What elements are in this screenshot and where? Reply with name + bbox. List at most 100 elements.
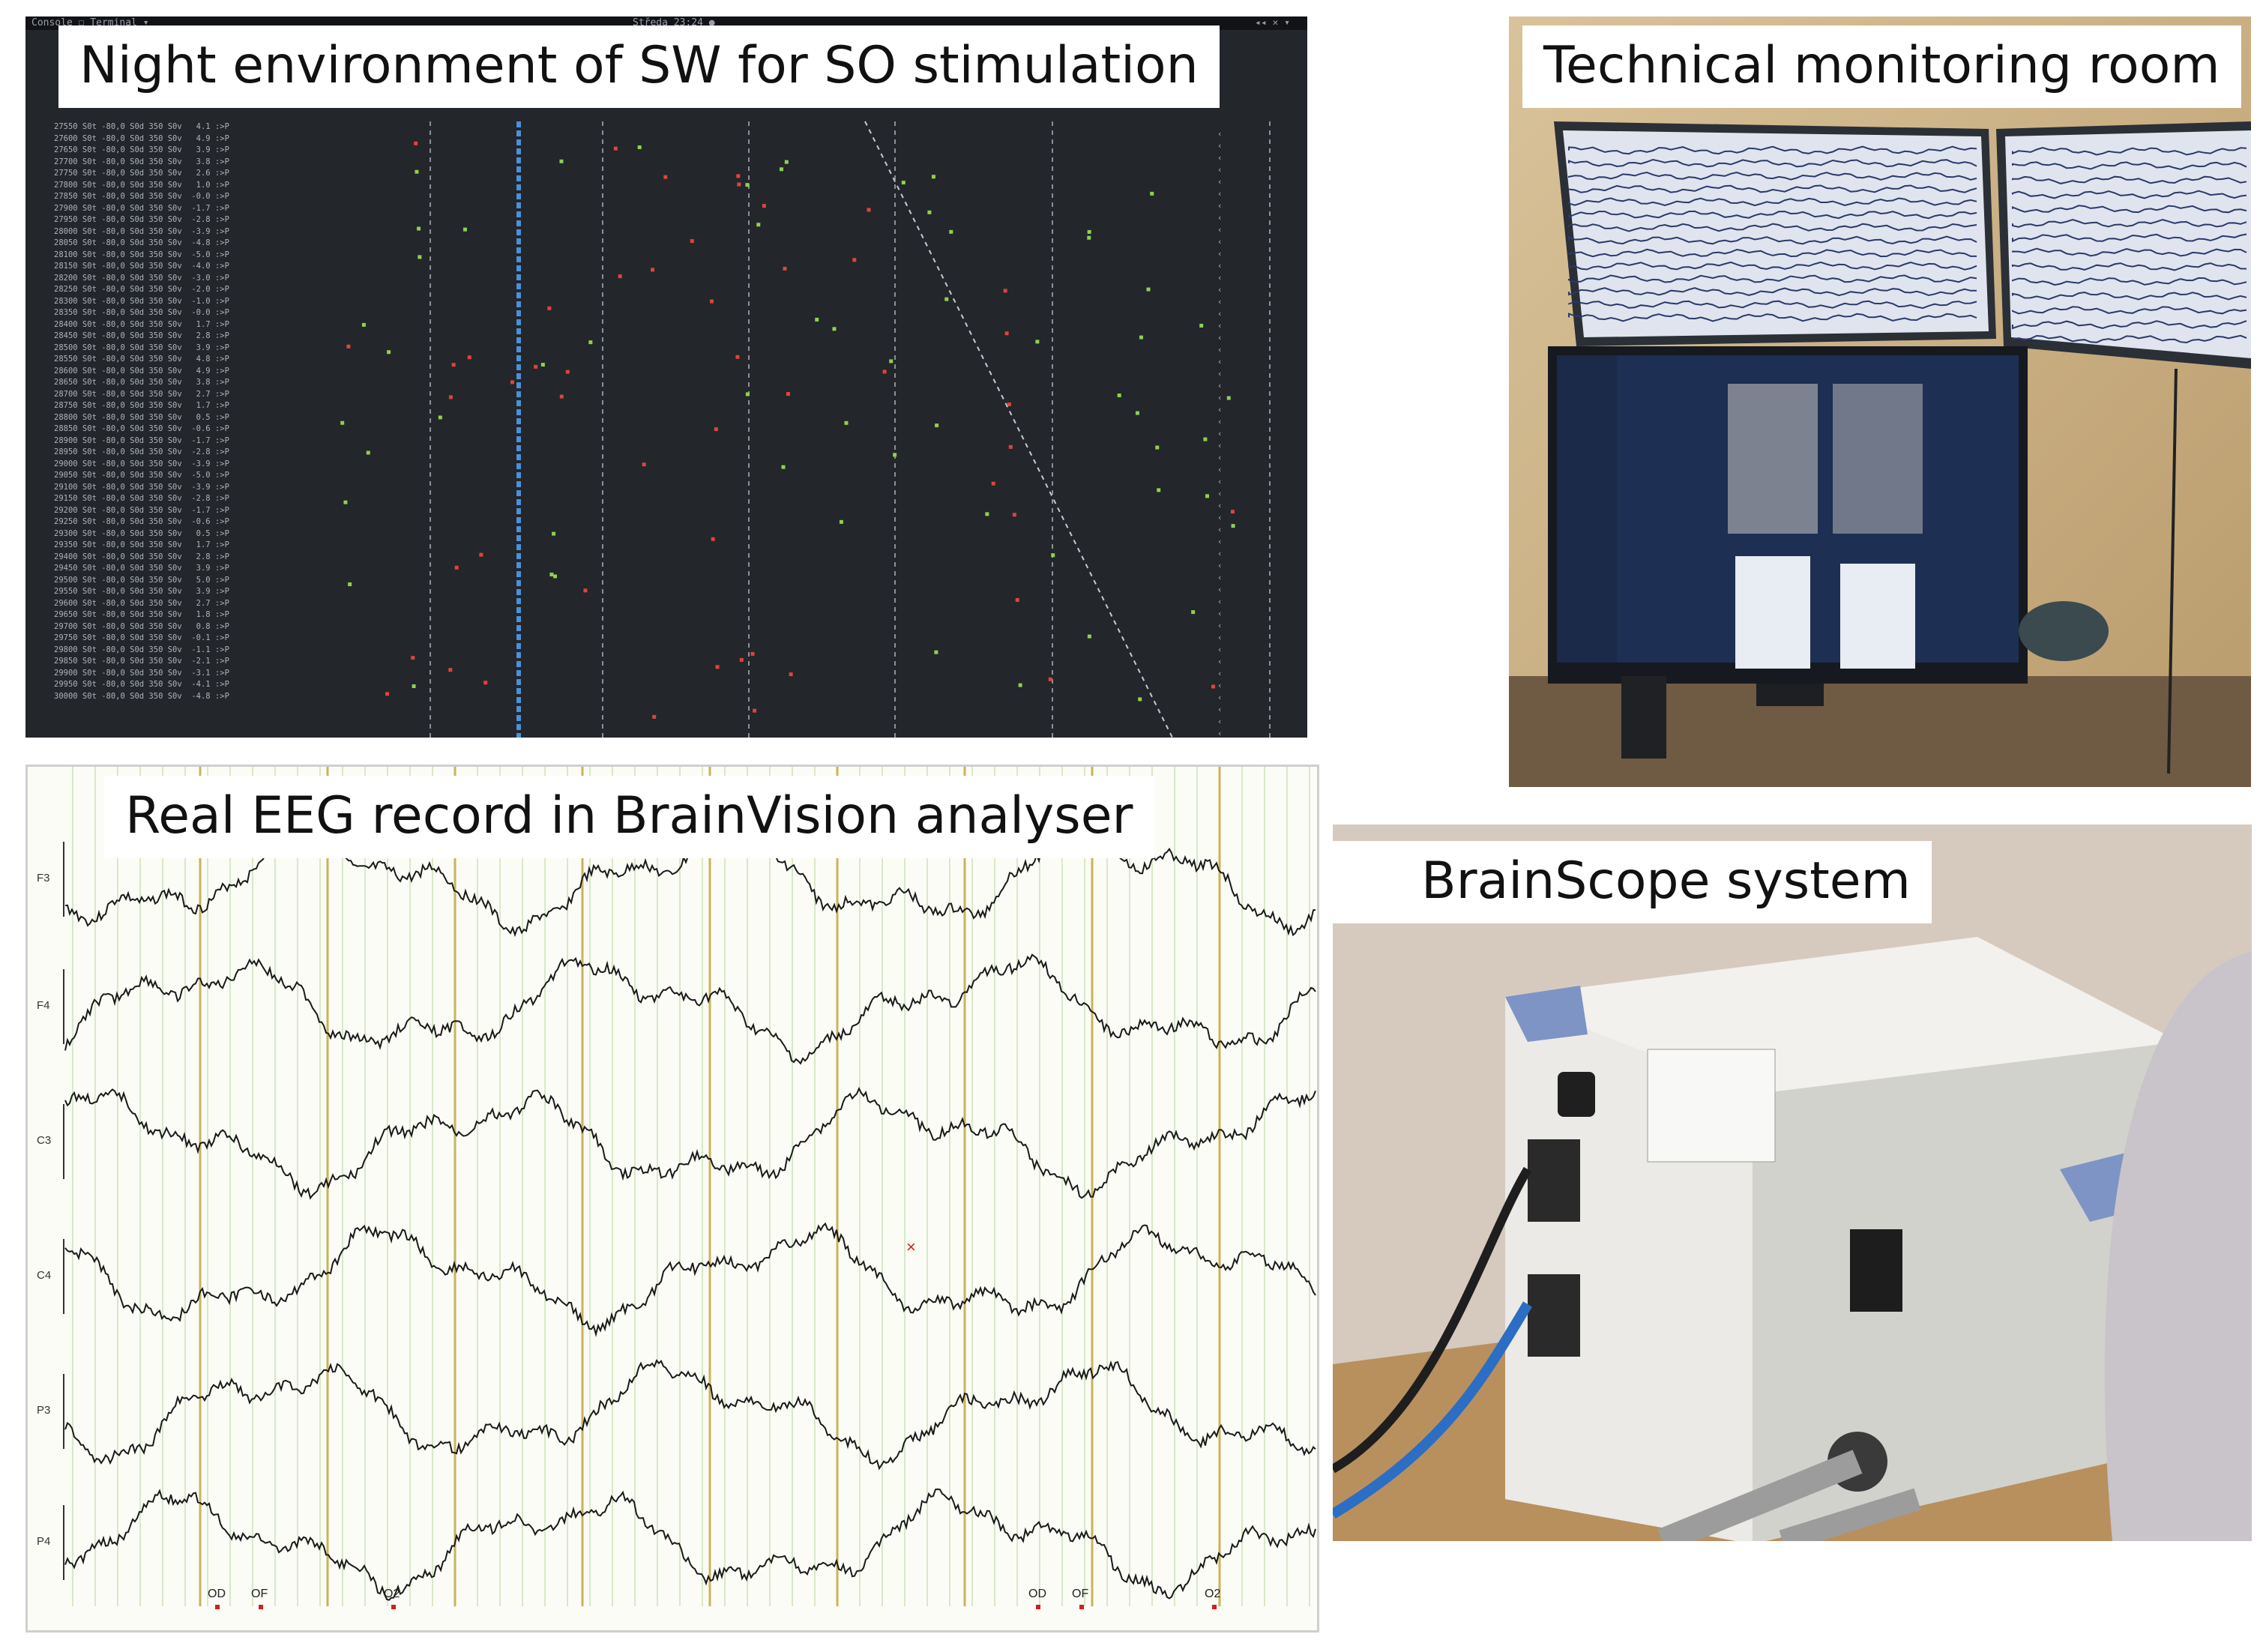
stimulation-marker xyxy=(467,355,471,360)
terminal-tray-icons: ◂◂ ✕ ▾ xyxy=(1255,17,1290,28)
stimulation-marker xyxy=(1157,488,1161,492)
terminal-row: 28550 S0t -80,0 S0d 350 S0v 4.8 :>P xyxy=(54,355,229,364)
row-end-mark: ‹ xyxy=(1217,465,1223,474)
row-end-mark: ‹ xyxy=(1217,525,1223,534)
monitor-wave xyxy=(1568,274,1977,283)
terminal-row: 27700 S0t -80,0 S0d 350 S0v 3.8 :>P xyxy=(54,157,229,166)
grey-cable xyxy=(1657,1450,1863,1541)
terminal-row: 28450 S0t -80,0 S0d 350 S0v 2.8 :>P xyxy=(54,331,229,340)
eeg-traces: × xyxy=(63,767,1316,1609)
terminal-row: 29450 S0t -80,0 S0d 350 S0v 3.9 :>P xyxy=(54,564,229,573)
stimulation-marker xyxy=(448,668,453,672)
row-end-mark: ‹ xyxy=(1217,609,1223,618)
desk xyxy=(1509,676,2251,787)
monitor-wave xyxy=(1568,261,1977,271)
stimulation-marker xyxy=(783,266,787,271)
stimulation-marker xyxy=(588,340,593,345)
terminal-row: 28500 S0t -80,0 S0d 350 S0v 3.9 :>P xyxy=(54,343,229,352)
stimulation-marker xyxy=(637,145,642,150)
monitor-wave xyxy=(1568,223,1977,232)
monitor-wave xyxy=(2012,190,2247,199)
row-end-mark: ‹ xyxy=(1217,405,1223,414)
row-end-mark: ‹ xyxy=(1217,333,1223,343)
stimulation-marker xyxy=(510,380,514,385)
stimulation-marker xyxy=(462,227,467,232)
row-end-mark: ‹ xyxy=(1217,573,1223,582)
stimulation-marker xyxy=(935,423,939,428)
stimulation-marker xyxy=(651,268,655,272)
terminal-row: 28200 S0t -80,0 S0d 350 S0v -3.0 :>P xyxy=(54,273,229,283)
stimulation-marker xyxy=(711,537,715,541)
terminal-row: 29000 S0t -80,0 S0d 350 S0v -3.9 :>P xyxy=(54,459,229,468)
row-end-mark: ‹ xyxy=(1217,513,1223,522)
terminal-row: 29700 S0t -80,0 S0d 350 S0v 0.8 :>P xyxy=(54,621,229,631)
event-marker-label: OD xyxy=(208,1588,226,1600)
row-end-mark: ‹ xyxy=(1217,261,1223,271)
monitor-wave xyxy=(1568,300,1977,310)
stimulation-marker xyxy=(340,420,345,425)
terminal-row: 28800 S0t -80,0 S0d 350 S0v 0.5 :>P xyxy=(54,412,229,422)
grey-cable xyxy=(1779,1488,1921,1541)
stimulation-marker xyxy=(1012,513,1016,517)
stimulation-marker xyxy=(1191,610,1196,615)
webcam-ball xyxy=(2019,601,2109,661)
stimulation-marker xyxy=(1051,553,1055,558)
stimulation-marker xyxy=(417,226,421,231)
stimulation-marker xyxy=(552,531,556,536)
connector xyxy=(1558,1072,1595,1117)
event-marker-label: O2 xyxy=(1205,1588,1221,1600)
stimulation-marker xyxy=(343,500,348,504)
stimulation-marker xyxy=(559,159,564,163)
stimulation-marker xyxy=(1231,524,1235,528)
monitor-wave xyxy=(1568,287,1977,297)
stimulation-marker xyxy=(1138,697,1142,702)
stimulation-marker xyxy=(412,684,416,688)
row-end-mark: ‹ xyxy=(1217,597,1223,606)
stimulation-marker xyxy=(1150,191,1154,196)
event-marker-label: OD xyxy=(1028,1588,1046,1600)
stimulation-marker xyxy=(348,582,352,587)
terminal-row: 29750 S0t -80,0 S0d 350 S0v -0.1 :>P xyxy=(54,633,229,642)
stimulation-marker xyxy=(762,204,766,208)
stimulation-marker xyxy=(553,574,558,579)
row-end-mark: ‹ xyxy=(1217,657,1223,666)
technical-monitoring-room-photo: Technical monitoring room xyxy=(1509,16,2251,787)
row-end-mark: ‹ xyxy=(1217,633,1223,642)
stimulation-marker xyxy=(756,223,761,227)
monitor-wave xyxy=(1568,313,1977,322)
monitor-wave xyxy=(2012,291,2247,301)
event-marker-dot xyxy=(1036,1605,1040,1609)
stimulation-marker xyxy=(815,317,819,322)
row-end-mark: ‹ xyxy=(1217,693,1223,702)
terminal-row: 27850 S0t -80,0 S0d 350 S0v -0.0 :>P xyxy=(54,192,229,201)
event-marker-dot xyxy=(215,1605,220,1609)
stimulation-marker xyxy=(1087,235,1091,240)
terminal-row: 28850 S0t -80,0 S0d 350 S0v -0.6 :>P xyxy=(54,424,229,433)
terminal-row: 27900 S0t -80,0 S0d 350 S0v -1.7 :>P xyxy=(54,203,229,213)
caption-eeg-record: Real EEG record in BrainVision analyser xyxy=(104,776,1154,858)
stimulation-marker xyxy=(779,167,783,172)
speaker xyxy=(1621,676,1666,759)
terminal-row: 30000 S0t -80,0 S0d 350 S0v -4.8 :>P xyxy=(54,691,229,701)
stimulation-marker xyxy=(784,160,789,164)
monitor-wave xyxy=(2012,262,2247,271)
stimulation-marker xyxy=(1203,437,1208,441)
row-end-mark: ‹ xyxy=(1217,213,1223,223)
row-end-mark: ‹ xyxy=(1217,381,1223,391)
row-end-mark: ‹ xyxy=(1217,681,1223,690)
stimulation-marker xyxy=(366,450,370,455)
row-end-mark: ‹ xyxy=(1217,501,1223,510)
row-end-mark: ‹ xyxy=(1217,345,1223,355)
power-switch xyxy=(1850,1229,1902,1312)
caption-brainscope: BrainScope system xyxy=(1333,841,1932,923)
row-end-mark: ‹ xyxy=(1217,321,1223,331)
terminal-row: 27950 S0t -80,0 S0d 350 S0v -2.8 :>P xyxy=(54,215,229,224)
stimulation-marker xyxy=(385,692,390,696)
row-end-mark: ‹ xyxy=(1217,285,1223,295)
stimulation-marker xyxy=(1146,287,1151,292)
terminal-row: 29850 S0t -80,0 S0d 350 S0v -2.1 :>P xyxy=(54,657,229,666)
stimulation-marker xyxy=(534,364,538,369)
stimulation-marker xyxy=(735,355,740,359)
